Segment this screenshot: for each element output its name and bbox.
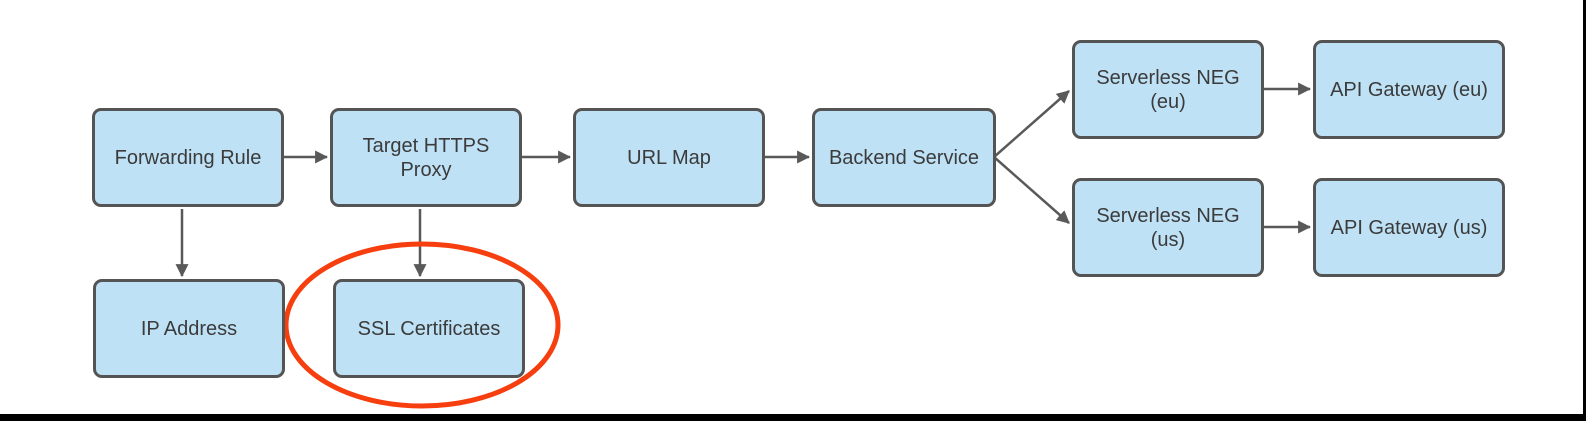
node-forwarding-rule: Forwarding Rule bbox=[92, 108, 284, 207]
arrow-backend-to-neg-eu bbox=[993, 90, 1070, 158]
right-edge-bar bbox=[1583, 0, 1586, 421]
node-serverless-neg-eu-label: Serverless NEG (eu) bbox=[1096, 66, 1240, 113]
node-serverless-neg-us: Serverless NEG (us) bbox=[1072, 178, 1264, 277]
node-backend-service-label: Backend Service bbox=[828, 146, 980, 169]
node-forwarding-rule-label: Forwarding Rule bbox=[114, 146, 262, 169]
node-target-https-proxy-label: Target HTTPS Proxy bbox=[362, 134, 490, 181]
arrow-backend-to-neg-us bbox=[993, 156, 1070, 224]
node-api-gateway-eu: API Gateway (eu) bbox=[1313, 40, 1505, 139]
node-url-map-label: URL Map bbox=[627, 146, 711, 169]
node-serverless-neg-us-label: Serverless NEG (us) bbox=[1096, 204, 1240, 251]
node-ssl-certificates: SSL Certificates bbox=[333, 279, 525, 378]
node-backend-service: Backend Service bbox=[812, 108, 996, 207]
node-ip-address: IP Address bbox=[93, 279, 285, 378]
node-api-gateway-us-label: API Gateway (us) bbox=[1330, 216, 1488, 239]
node-ip-address-label: IP Address bbox=[140, 317, 238, 340]
node-api-gateway-us: API Gateway (us) bbox=[1313, 178, 1505, 277]
node-api-gateway-eu-label: API Gateway (eu) bbox=[1330, 78, 1488, 101]
node-target-https-proxy: Target HTTPS Proxy bbox=[330, 108, 522, 207]
node-serverless-neg-eu: Serverless NEG (eu) bbox=[1072, 40, 1264, 139]
node-ssl-certificates-label: SSL Certificates bbox=[357, 317, 501, 340]
bottom-edge-bar bbox=[0, 414, 1586, 421]
node-url-map: URL Map bbox=[573, 108, 765, 207]
